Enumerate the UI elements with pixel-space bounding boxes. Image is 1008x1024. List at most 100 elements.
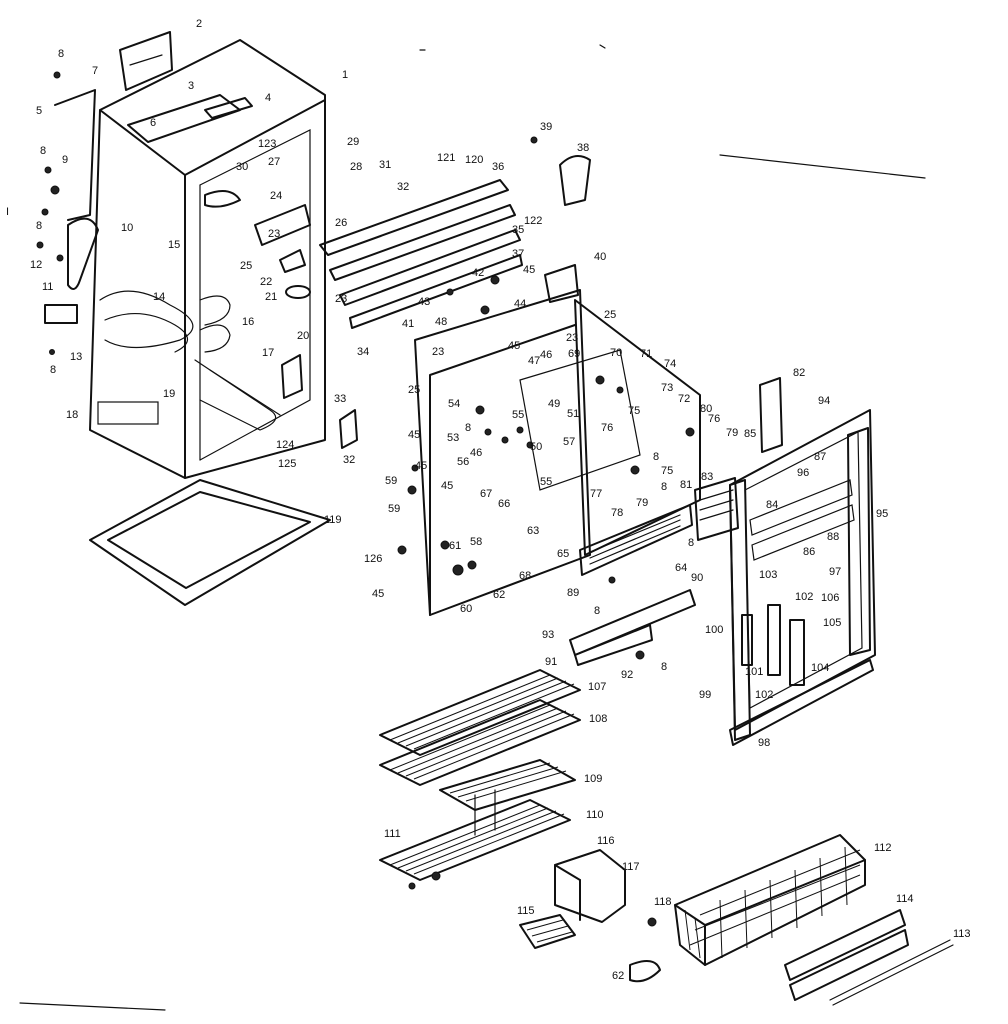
top-rails (319, 136, 591, 329)
callout-label: 47 (528, 355, 540, 367)
callout-label: 25 (604, 309, 616, 321)
callout-label: 97 (829, 566, 841, 578)
callout-label: 26 (335, 217, 347, 229)
callout-label: 103 (759, 569, 777, 581)
callout-label: 55 (512, 409, 524, 421)
callout-label: 15 (168, 239, 180, 251)
callout-label: 85 (744, 428, 756, 440)
callout-label: 58 (470, 536, 482, 548)
callout-label: 8 (653, 451, 659, 463)
callout-label: I (6, 206, 9, 218)
callout-label: 17 (262, 347, 274, 359)
callout-label: 60 (460, 603, 472, 615)
callout-label: 102 (795, 591, 813, 603)
callout-label: 41 (402, 318, 414, 330)
callout-label: 94 (818, 395, 830, 407)
callout-label: 101 (745, 666, 763, 678)
callout-label: 31 (379, 159, 391, 171)
callout-label: 53 (447, 432, 459, 444)
callout-label: 107 (588, 681, 606, 693)
callout-label: 45 (372, 588, 384, 600)
callout-label: 10 (121, 222, 133, 234)
callout-label: 79 (726, 427, 738, 439)
callout-label: 117 (622, 861, 640, 873)
callout-label: 38 (577, 142, 589, 154)
control-panel-assembly (397, 275, 783, 616)
callout-label: 113 (953, 928, 971, 940)
callout-label: 24 (270, 190, 282, 202)
callout-label: 93 (542, 629, 554, 641)
callout-label: 64 (675, 562, 687, 574)
callout-label: 106 (821, 592, 839, 604)
callout-label: 45 (441, 480, 453, 492)
cabinet-assembly (36, 31, 358, 479)
callout-label: 83 (701, 471, 713, 483)
callout-label: 23 (566, 332, 578, 344)
callout-label: 75 (661, 465, 673, 477)
callout-label: 65 (557, 548, 569, 560)
callout-label: 126 (364, 553, 382, 565)
callout-label: 71 (640, 348, 652, 360)
callout-label: 20 (297, 330, 309, 342)
callout-label: 111 (384, 828, 401, 840)
callout-label: 36 (492, 161, 504, 173)
callout-label: 110 (586, 809, 604, 821)
callout-label: 42 (472, 267, 484, 279)
shelves (379, 669, 581, 890)
callout-label: 98 (758, 737, 770, 749)
callout-label: 73 (661, 382, 673, 394)
callout-label: 70 (610, 347, 622, 359)
callout-label: 80 (700, 403, 712, 415)
callout-label: 8 (661, 481, 667, 493)
callout-label: 62 (612, 970, 624, 982)
callout-label: 28 (350, 161, 362, 173)
callout-label: 75 (628, 405, 640, 417)
callout-label: 7 (92, 65, 98, 77)
callout-label: 33 (334, 393, 346, 405)
callout-label: 29 (347, 136, 359, 148)
crisper-rail (569, 589, 696, 666)
callout-label: 8 (58, 48, 64, 60)
door-panel (729, 409, 876, 746)
callout-label: 6 (150, 117, 156, 129)
callout-label: 16 (242, 316, 254, 328)
callout-label: 8 (465, 422, 471, 434)
callout-label: 120 (465, 154, 483, 166)
callout-label: 124 (276, 439, 294, 451)
callout-label: 112 (874, 842, 892, 854)
callout-label: 74 (664, 358, 676, 370)
callout-label: 66 (498, 498, 510, 510)
callout-label: 11 (42, 281, 53, 293)
callout-label: 8 (36, 220, 42, 232)
callout-label: 34 (357, 346, 369, 358)
ice-bin (519, 849, 657, 949)
callout-label: 84 (766, 499, 778, 511)
callout-label: 122 (524, 215, 542, 227)
callout-label: 3 (188, 80, 194, 92)
callout-label: 95 (876, 508, 888, 520)
callout-label: 69 (568, 348, 580, 360)
callout-label: 68 (519, 570, 531, 582)
callout-label: 76 (708, 413, 720, 425)
callout-label: 46 (540, 349, 552, 361)
callout-label: 102 (755, 689, 773, 701)
callout-label: 50 (530, 441, 542, 453)
callout-label: 125 (278, 458, 296, 470)
callout-label: 27 (268, 156, 280, 168)
callout-label: 86 (803, 546, 815, 558)
callout-label: 8 (50, 364, 56, 376)
callout-label: 63 (527, 525, 539, 537)
callout-label: 104 (811, 662, 829, 674)
callout-label: 81 (680, 479, 692, 491)
callout-label: 1 (342, 69, 348, 81)
callout-label: 45 (523, 264, 535, 276)
callout-label: 45 (508, 340, 520, 352)
callout-label: 62 (493, 589, 505, 601)
callout-label: 92 (621, 669, 633, 681)
callout-label: 108 (589, 713, 607, 725)
callout-label: 44 (514, 298, 526, 310)
base-frame (89, 479, 331, 606)
callout-label: 57 (563, 436, 575, 448)
callout-label: 5 (36, 105, 42, 117)
callout-label: 96 (797, 467, 809, 479)
